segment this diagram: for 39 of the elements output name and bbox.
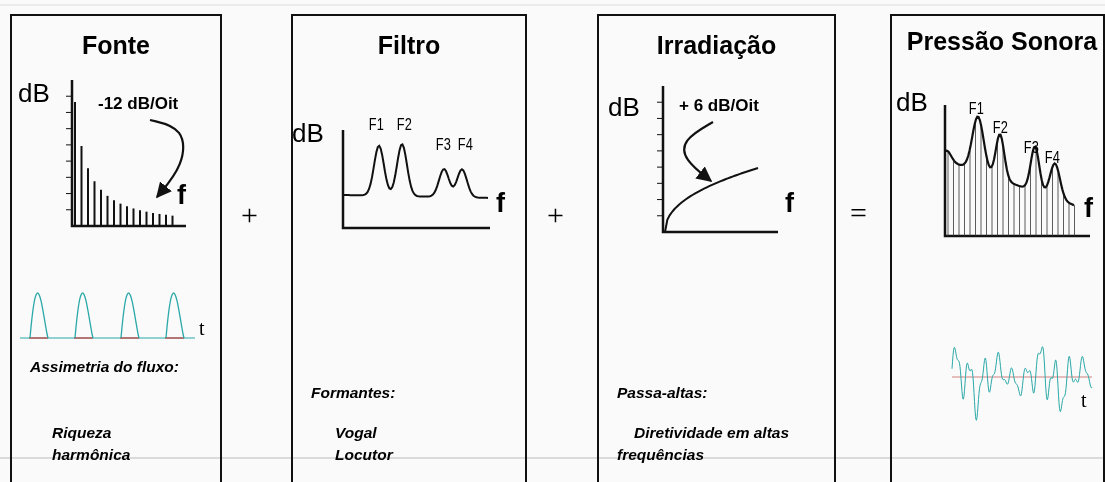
operator-sign: +: [547, 200, 564, 230]
formant-label: F2: [992, 120, 1008, 136]
axis-label: dB: [292, 120, 324, 146]
stage-title: Fonte: [80, 30, 151, 60]
axis-label: t: [199, 318, 205, 338]
description-text: Diretividade em altas frequências: [617, 423, 791, 465]
operator-sign: =: [850, 198, 867, 228]
stage-title: Pressão Sonora: [905, 26, 1099, 56]
axis-label: t: [1081, 390, 1087, 410]
axis-label: f: [785, 190, 794, 217]
formant-label: F3: [435, 137, 451, 153]
curved-arrow: [149, 118, 185, 199]
description-text: Riqueza harmônica: [52, 423, 132, 465]
stage-title: Irradiação: [655, 30, 778, 60]
formant-label: F4: [1044, 150, 1060, 166]
formant-label: F1: [368, 117, 384, 133]
axis-label: f: [496, 190, 505, 217]
stage-panel: [890, 14, 1105, 482]
stage-panel: [291, 14, 527, 482]
slope-label: + 6 dB/Oit: [679, 96, 760, 116]
axis-label: f: [1084, 195, 1093, 222]
axis-label: f: [177, 182, 186, 209]
formant-label: F3: [1023, 140, 1039, 156]
description-text: Formantes:: [311, 383, 397, 403]
operator-sign: +: [241, 200, 258, 230]
axis-label: dB: [18, 80, 50, 106]
axis-label: dB: [896, 89, 928, 115]
axis-label: dB: [608, 94, 640, 120]
description-text: Assimetria do fluxo:: [30, 357, 180, 377]
stage-panel: [10, 14, 222, 482]
stage-title: Filtro: [376, 30, 442, 60]
slope-label: -12 dB/Oit: [98, 94, 180, 114]
description-text: Passa-altas:: [617, 383, 709, 403]
curved-arrow: [683, 121, 714, 182]
formant-label: F1: [968, 101, 984, 117]
formant-label: F4: [457, 137, 473, 153]
stage-panel: [597, 14, 836, 482]
description-text: Vogal Locutor: [335, 423, 395, 465]
formant-label: F2: [396, 117, 412, 133]
